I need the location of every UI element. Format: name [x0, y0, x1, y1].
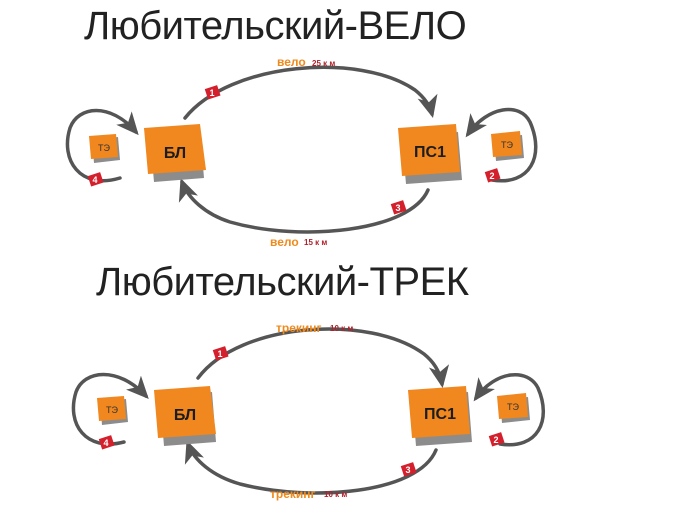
svg-text:1: 1	[217, 349, 222, 359]
edge-back-dist: 10 к м	[324, 490, 347, 499]
loop-left-arrow	[71, 372, 149, 446]
svg-text:1: 1	[209, 88, 214, 98]
step-badge-3: 3	[390, 200, 407, 215]
node-left-te-box: ТЭ	[97, 396, 128, 425]
node-start-box: БЛ	[144, 124, 206, 182]
step-badge-1: 1	[204, 85, 221, 100]
node-end-box: ПС1	[408, 386, 472, 446]
diagram-title-trek: Любительский-ТРЕК	[96, 260, 469, 304]
svg-text:2: 2	[493, 435, 498, 445]
node-left-te-label: ТЭ	[106, 405, 118, 415]
edge-forward-word: вело	[277, 55, 306, 69]
step-badge-1: 1	[212, 346, 229, 361]
node-end-label: ПС1	[424, 406, 456, 423]
svg-text:4: 4	[103, 438, 108, 448]
node-start-label: БЛ	[164, 145, 186, 162]
loop-right-arrow	[473, 373, 546, 447]
node-right-te-label: ТЭ	[507, 402, 519, 412]
svg-text:2: 2	[489, 171, 494, 181]
loop-right-arrow	[465, 107, 538, 183]
step-badge-4: 4	[98, 435, 115, 450]
node-end-label: ПС1	[414, 144, 446, 161]
node-left-te-label: ТЭ	[98, 143, 110, 153]
step-badge-2: 2	[488, 432, 505, 447]
node-left-te-box: ТЭ	[89, 134, 120, 163]
step-badge-2: 2	[484, 168, 501, 183]
edge-forward-dist: 25 к м	[312, 59, 335, 68]
svg-text:4: 4	[92, 175, 97, 185]
edge-forward-word: трекинг	[276, 321, 322, 335]
edge-forward-arrow	[183, 65, 438, 120]
step-badge-3: 3	[400, 462, 417, 477]
diagram-velo: БЛ ПС1 ТЭ ТЭ 1 2 3	[65, 55, 538, 249]
diagram-trek: БЛ ПС1 ТЭ ТЭ 1 2 3	[71, 321, 546, 501]
edge-back-dist: 15 к м	[304, 238, 327, 247]
svg-text:3: 3	[395, 203, 400, 213]
node-start-label: БЛ	[174, 407, 196, 424]
svg-text:3: 3	[405, 465, 410, 475]
edge-back-word: вело	[270, 235, 299, 249]
node-start-box: БЛ	[154, 386, 216, 446]
diagram-title-velo: Любительский-ВЕЛО	[84, 4, 467, 48]
step-badge-4: 4	[87, 172, 104, 187]
node-right-te-box: ТЭ	[497, 393, 530, 423]
node-right-te-label: ТЭ	[501, 140, 513, 150]
edge-back-arrow	[184, 440, 438, 495]
node-end-box: ПС1	[398, 124, 462, 184]
node-right-te-box: ТЭ	[491, 131, 524, 161]
edge-forward-dist: 10 к м	[330, 324, 353, 333]
edge-forward-arrow	[196, 327, 450, 389]
edge-back-arrow	[178, 178, 430, 234]
edge-back-word: трекинг	[270, 487, 316, 501]
